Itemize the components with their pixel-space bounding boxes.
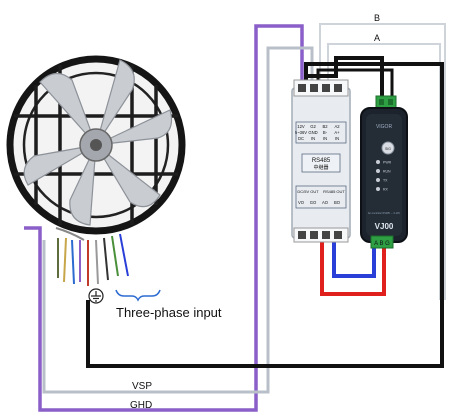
controller-pin-labels: A B G (374, 241, 390, 247)
wire-black-loop (86, 62, 444, 368)
repeater-top-u1: DC (298, 136, 304, 141)
led-1 (376, 160, 380, 164)
label-a: A (374, 33, 380, 43)
controller-indicator (381, 141, 395, 155)
repeater-top-labels: 12V G2 B2 A2 5~36V GND B- A+ DC IN IN IN (295, 124, 340, 141)
repeater-top-t2: G2 (310, 124, 316, 129)
repeater-bottom-label-frame (295, 185, 347, 209)
fan-hub-center (90, 139, 102, 151)
repeater-top-u3: IN (323, 136, 327, 141)
repeater-bottom-screws (298, 231, 342, 239)
rs485-repeater-module: 12V G2 B2 A2 5~36V GND B- A+ DC IN IN IN… (291, 79, 351, 243)
led-3 (376, 178, 380, 182)
controller-face (366, 114, 402, 236)
controller-brand: VIGOR (376, 124, 393, 130)
fan (6, 55, 186, 235)
controller-side-text: fan controller RS485 ↔ 0-10V (368, 211, 400, 215)
led-4-label: RX (383, 188, 389, 192)
led-1-label: PWR (383, 161, 392, 165)
repeater-title: RS485 (312, 158, 331, 164)
repeater-bottom-terminal-labels: VO GO AO BO (298, 200, 341, 205)
repeater-bottom-right-label: RS485 OUT (323, 189, 345, 194)
wire-ghd-purple (24, 24, 304, 412)
wire-blue (332, 232, 376, 278)
label-vsp: VSP (132, 381, 152, 392)
wire-vsp-gray (42, 46, 314, 394)
repeater-top-s2: GND (308, 130, 317, 135)
repeater-top-s3: B- (323, 130, 328, 135)
led-2 (376, 169, 380, 173)
repeater-top-u4: IN (335, 136, 339, 141)
fan-blades (23, 59, 173, 226)
repeater-bot-t1: VO (298, 200, 305, 205)
wire-black-to-controller-b (316, 68, 394, 98)
repeater-subtitle: 中继器 (313, 164, 328, 171)
repeater-top-t4: A2 (334, 124, 340, 129)
wire-red (320, 232, 386, 296)
label-three-phase-input: Three-phase input (116, 305, 222, 320)
repeater-top-label-frame (295, 121, 347, 144)
repeater-title-frame (301, 153, 341, 173)
repeater-top-s1: 5~36V (295, 130, 307, 135)
led-3-label: TX (383, 179, 388, 183)
fan-cable-bundle (55, 227, 129, 286)
repeater-bot-t2: GO (310, 200, 317, 205)
repeater-bottom-left-label: DC/5V OUT (297, 189, 319, 194)
repeater-top-t3: B2 (322, 124, 328, 129)
vj00-controller: VIGOR SIG PWR RUN TX RX fan controller R… (360, 95, 408, 249)
controller-model: VJ00 (375, 222, 394, 231)
label-ghd: GHD (130, 400, 152, 411)
repeater-top-t1: 12V (297, 124, 305, 129)
controller-leds: PWR RUN TX RX (376, 160, 392, 192)
controller-bottom-terminal (370, 235, 394, 249)
controller-top-screws (379, 99, 393, 105)
ground-icon (88, 288, 104, 304)
fan-inner-ring (22, 71, 170, 219)
led-2-label: RUN (383, 170, 391, 174)
repeater-top-u2: IN (311, 136, 315, 141)
three-phase-brace (115, 289, 161, 302)
led-4 (376, 187, 380, 191)
wire-b (319, 23, 446, 300)
repeater-top-screws (298, 84, 342, 92)
repeater-bot-t4: BO (334, 200, 341, 205)
label-b: B (374, 13, 380, 23)
repeater-top-s4: A+ (334, 130, 340, 135)
repeater-bot-t3: AO (322, 200, 329, 205)
controller-indicator-label: SIG (385, 147, 391, 151)
